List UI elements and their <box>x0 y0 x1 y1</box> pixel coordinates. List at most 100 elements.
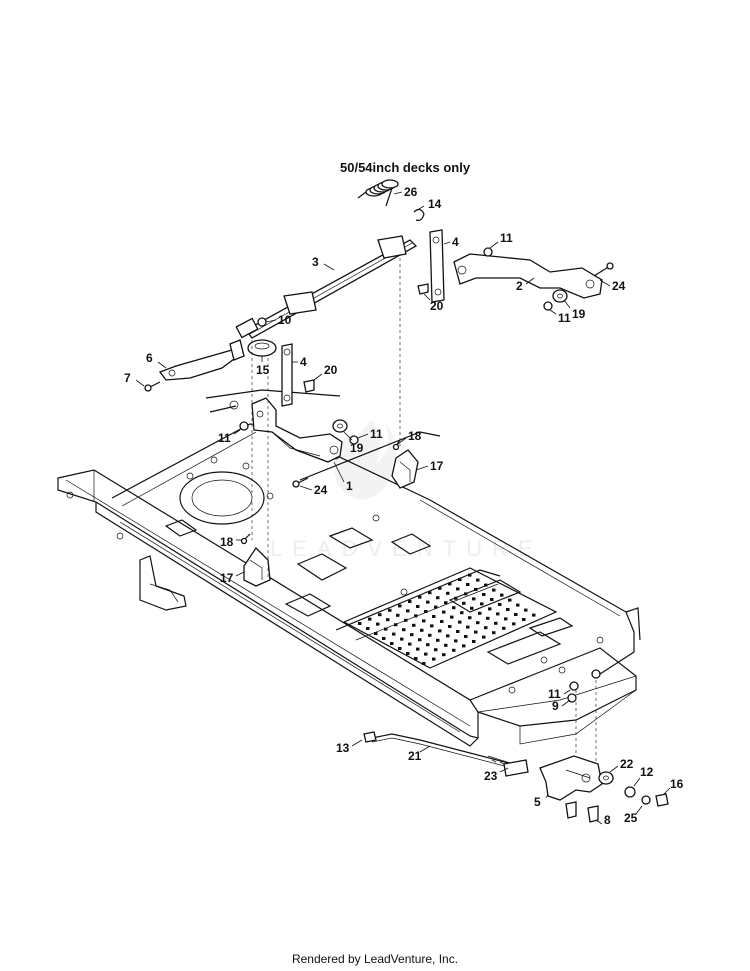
perforation-hole <box>410 633 414 637</box>
perforation-hole <box>366 627 370 630</box>
perforation-hole <box>504 617 508 621</box>
perforation-hole <box>482 593 486 596</box>
perforation-hole <box>458 578 462 581</box>
perforation-hole <box>416 647 420 651</box>
perforation-hole <box>486 616 490 620</box>
perforation-hole <box>450 615 454 619</box>
perforation-hole <box>428 633 432 637</box>
callout-4-upper: 4 <box>443 235 459 249</box>
left-lift-arm <box>158 339 245 381</box>
callout-14: 14 <box>413 197 442 213</box>
hanger-bracket-right <box>391 449 419 489</box>
callout-17-left: 17 <box>220 571 245 585</box>
perforation-hole <box>488 607 492 611</box>
perforation-hole <box>506 608 510 611</box>
perforation-hole <box>368 617 372 621</box>
svg-text:11: 11 <box>500 231 513 245</box>
perforation-hole <box>492 588 496 592</box>
callout-24-left: 24 <box>299 483 328 497</box>
perforation-hole <box>442 610 446 614</box>
perforation-hole <box>500 593 504 597</box>
callout-15: 15 <box>256 356 270 377</box>
svg-text:2: 2 <box>516 279 523 293</box>
perforation-hole <box>426 600 430 604</box>
callout-2: 2 <box>516 277 535 293</box>
spacer-23 <box>503 759 529 777</box>
callout-10: 10 <box>265 313 292 327</box>
callout-24-right: 24 <box>599 279 626 293</box>
front-hanger-bracket-5 <box>539 755 603 801</box>
perforation-hole <box>452 648 456 652</box>
svg-text:1: 1 <box>346 479 353 493</box>
perforation-hole <box>430 624 434 628</box>
perforation-hole <box>428 591 432 595</box>
perforation-hole <box>448 582 452 586</box>
perforation-hole <box>446 591 450 595</box>
callout-11-bottom: 11 <box>548 687 571 701</box>
perforation-hole <box>434 648 438 652</box>
svg-text:17: 17 <box>220 571 234 585</box>
perforation-hole <box>522 618 526 621</box>
callout-17-right: 17 <box>415 459 444 473</box>
svg-text:9: 9 <box>552 699 559 713</box>
torsion-spring <box>357 179 399 207</box>
perforation-hole <box>422 662 426 665</box>
callout-23: 23 <box>484 767 509 783</box>
svg-text:11: 11 <box>548 687 561 701</box>
svg-text:25: 25 <box>624 811 638 825</box>
rendered-by-footer: Rendered by LeadVenture, Inc. <box>291 952 459 966</box>
perforation-hole <box>476 621 480 625</box>
perforation-hole <box>440 620 444 623</box>
lift-link-upper <box>429 229 445 303</box>
callout-26: 26 <box>393 185 418 199</box>
perforation-hole <box>424 652 428 656</box>
perforation-hole <box>472 640 476 643</box>
deck-size-note: 50/54inch decks only <box>340 160 471 175</box>
perforation-hole <box>442 653 446 657</box>
front-hardware <box>565 771 669 823</box>
svg-text:22: 22 <box>620 757 634 771</box>
callout-19-center: 19 <box>343 431 364 455</box>
perforation-hole <box>466 583 470 586</box>
perforation-hole <box>444 601 448 605</box>
left-lift-bracket <box>251 397 343 463</box>
callout-11-top: 11 <box>489 231 513 249</box>
perforation-hole <box>422 619 426 623</box>
perforation-hole <box>414 657 418 660</box>
perforation-hole <box>464 592 468 596</box>
perforation-hole <box>456 630 460 633</box>
svg-text:21: 21 <box>408 749 422 763</box>
perforation-hole <box>494 621 498 625</box>
svg-text:3: 3 <box>312 255 319 269</box>
perforation-hole <box>438 586 442 590</box>
svg-text:8: 8 <box>604 813 611 827</box>
svg-text:18: 18 <box>220 535 234 549</box>
callout-6: 6 <box>146 351 167 369</box>
callout-11-center: 11 <box>357 427 383 441</box>
svg-text:13: 13 <box>336 741 350 755</box>
perforation-hole <box>398 604 402 608</box>
svg-text:20: 20 <box>430 299 444 313</box>
perforation-hole <box>468 573 472 577</box>
perforation-hole <box>382 637 386 640</box>
svg-text:23: 23 <box>484 769 498 783</box>
perforation-hole <box>466 625 470 629</box>
perforation-hole <box>384 627 388 631</box>
callout-20-top: 20 <box>423 293 444 313</box>
perforation-hole <box>432 615 436 618</box>
perforation-hole <box>436 596 440 600</box>
callout-13: 13 <box>336 739 363 755</box>
perforation-hole <box>388 608 392 612</box>
perforation-hole <box>508 598 512 602</box>
svg-text:17: 17 <box>430 459 444 473</box>
hanger-bracket-left <box>243 546 271 587</box>
svg-text:11: 11 <box>218 431 231 445</box>
perforation-hole <box>480 602 484 606</box>
svg-text:20: 20 <box>324 363 338 377</box>
perforation-hole <box>482 635 486 639</box>
perforation-hole <box>498 603 502 606</box>
perforation-hole <box>396 613 400 617</box>
perforation-hole <box>438 629 442 633</box>
svg-text:11: 11 <box>370 427 383 441</box>
